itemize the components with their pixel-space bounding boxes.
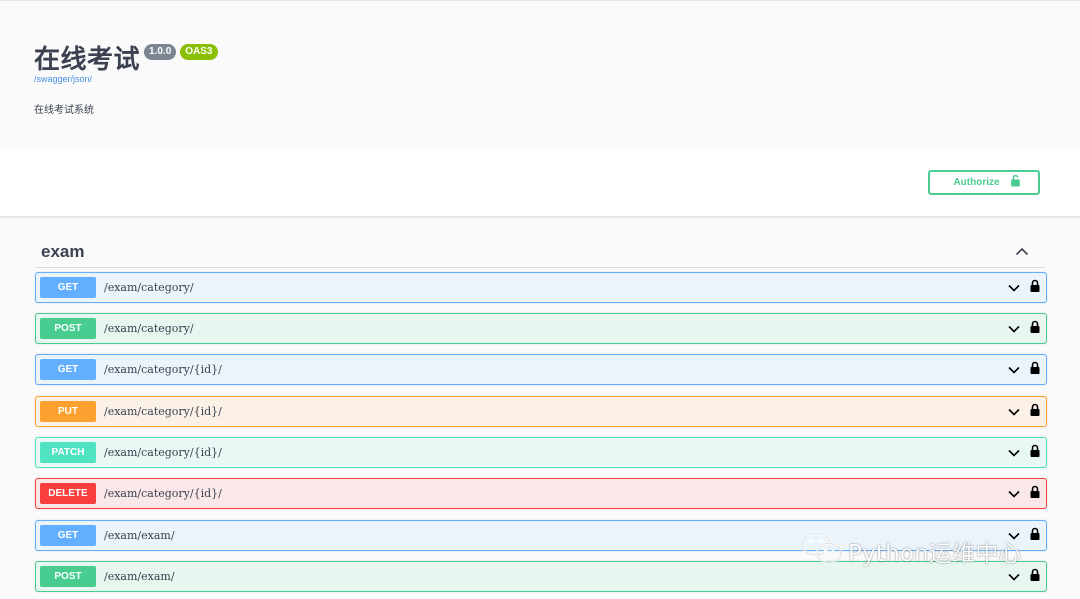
operation-controls — [1008, 273, 1040, 302]
operation-controls — [1008, 397, 1040, 426]
chevron-down-icon[interactable] — [1008, 279, 1020, 297]
method-badge: GET — [40, 277, 96, 298]
operation-controls — [1008, 521, 1040, 550]
operation-controls — [1008, 438, 1040, 467]
method-badge: GET — [40, 359, 96, 380]
operation-get-exam-list[interactable]: GET /exam/exam/ — [35, 520, 1047, 551]
chevron-down-icon[interactable] — [1008, 485, 1020, 503]
method-badge: DELETE — [40, 483, 96, 504]
operation-post-exam[interactable]: POST /exam/exam/ — [35, 561, 1047, 592]
chevron-down-icon[interactable] — [1008, 320, 1020, 338]
lock-icon[interactable] — [1030, 444, 1040, 462]
operation-post-category[interactable]: POST /exam/category/ — [35, 313, 1047, 344]
operation-path: /exam/category/ — [104, 281, 194, 294]
badges: 1.0.0 OAS3 — [144, 43, 221, 60]
method-badge: GET — [40, 525, 96, 546]
api-description: 在线考试系统 — [34, 105, 94, 116]
method-badge: PUT — [40, 401, 96, 422]
scheme-container: Authorize — [0, 148, 1080, 217]
operation-put-category[interactable]: PUT /exam/category/{id}/ — [35, 396, 1047, 427]
api-info-header: 在线考试 1.0.0 OAS3 /swagger/json/ 在线考试系统 — [0, 1, 1080, 148]
chevron-down-icon[interactable] — [1008, 568, 1020, 586]
lock-icon[interactable] — [1030, 485, 1040, 503]
oas-badge: OAS3 — [180, 43, 218, 60]
operation-get-category-list[interactable]: GET /exam/category/ — [35, 272, 1047, 303]
title-row: 在线考试 1.0.0 OAS3 — [34, 39, 222, 76]
operation-patch-category[interactable]: PATCH /exam/category/{id}/ — [35, 437, 1047, 468]
operation-path: /exam/category/{id}/ — [104, 487, 222, 500]
tag-header-exam[interactable]: exam — [35, 236, 1045, 268]
method-badge: PATCH — [40, 442, 96, 463]
operation-controls — [1008, 314, 1040, 343]
lock-icon[interactable] — [1030, 568, 1040, 586]
lock-icon[interactable] — [1030, 279, 1040, 297]
operation-path: /exam/category/{id}/ — [104, 446, 222, 459]
operation-path: /exam/exam/ — [104, 570, 175, 583]
operation-path: /exam/exam/ — [104, 529, 175, 542]
version-badge: 1.0.0 — [144, 43, 177, 60]
operation-get-category-detail[interactable]: GET /exam/category/{id}/ — [35, 354, 1047, 385]
method-badge: POST — [40, 318, 96, 339]
operation-delete-category[interactable]: DELETE /exam/category/{id}/ — [35, 478, 1047, 509]
spec-url-link[interactable]: /swagger/json/ — [34, 74, 93, 84]
api-title: 在线考试 — [34, 45, 141, 75]
method-badge: POST — [40, 566, 96, 587]
lock-icon[interactable] — [1030, 403, 1040, 421]
lock-open-icon — [1010, 174, 1021, 192]
operation-path: /exam/category/{id}/ — [104, 363, 222, 376]
operation-controls — [1008, 355, 1040, 384]
chevron-down-icon[interactable] — [1008, 403, 1020, 421]
chevron-up-icon[interactable] — [1015, 243, 1029, 261]
lock-icon[interactable] — [1030, 320, 1040, 338]
lock-icon[interactable] — [1030, 361, 1040, 379]
operation-controls — [1008, 562, 1040, 591]
lock-icon[interactable] — [1030, 527, 1040, 545]
operation-controls — [1008, 479, 1040, 508]
tag-name: exam — [41, 241, 85, 261]
operation-path: /exam/category/ — [104, 322, 194, 335]
operation-path: /exam/category/{id}/ — [104, 405, 222, 418]
authorize-label: Authorize — [953, 177, 1000, 188]
authorize-button[interactable]: Authorize — [928, 170, 1040, 195]
chevron-down-icon[interactable] — [1008, 444, 1020, 462]
chevron-down-icon[interactable] — [1008, 527, 1020, 545]
chevron-down-icon[interactable] — [1008, 361, 1020, 379]
top-border — [0, 0, 1080, 1]
